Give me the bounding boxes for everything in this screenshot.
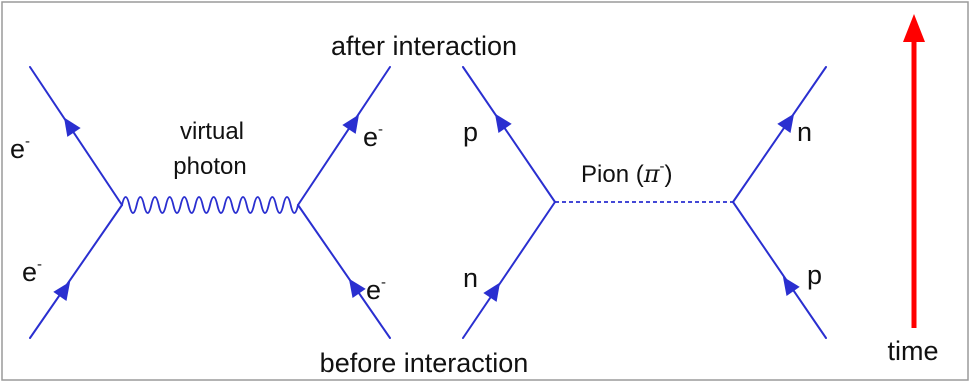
time-arrow: time [887, 14, 939, 366]
particle-label-bottom-left: e- [22, 256, 42, 287]
nucleon-line-top-left [462, 66, 556, 203]
particle-label-top-left: e- [10, 133, 30, 164]
electron-scattering-diagram: e- e- e- e- virtual photon [10, 66, 391, 339]
arrow-icon [782, 276, 800, 296]
particle-label-bottom-right: e- [366, 274, 386, 305]
arrow-icon [348, 278, 366, 298]
exchange-label-line2: photon [173, 153, 246, 180]
nucleon-label-bottom-right: p [807, 260, 822, 290]
pion-label: Pion (π-) [581, 158, 672, 188]
nucleon-label-top-right: n [797, 117, 812, 147]
pion-exchange-diagram: p n n p Pion (π-) [462, 66, 827, 339]
nucleon-line-bottom-right [732, 201, 827, 339]
time-label: time [887, 336, 938, 366]
arrow-icon [777, 113, 795, 133]
arrow-icon [483, 282, 501, 302]
electron-line-bottom-right [297, 204, 391, 339]
nucleon-label-top-left: p [463, 117, 478, 147]
arrow-icon [342, 114, 359, 134]
exchange-label-line1: virtual [180, 118, 244, 145]
electron-line-top-right [297, 66, 391, 206]
arrow-icon [494, 113, 512, 133]
nucleon-line-top-right [732, 66, 827, 203]
electron-line-top-left [29, 66, 123, 206]
nucleon-label-bottom-left: n [463, 263, 478, 293]
virtual-photon-wavy-line [121, 196, 299, 214]
particle-label-top-right: e- [363, 121, 383, 152]
electron-line-bottom-left [29, 204, 123, 339]
up-arrow-icon [903, 14, 925, 42]
arrow-icon [53, 281, 71, 301]
top-caption: after interaction [331, 31, 517, 61]
nucleon-line-bottom-left [462, 201, 556, 339]
bottom-caption: before interaction [320, 348, 529, 378]
arrow-icon [64, 117, 81, 137]
